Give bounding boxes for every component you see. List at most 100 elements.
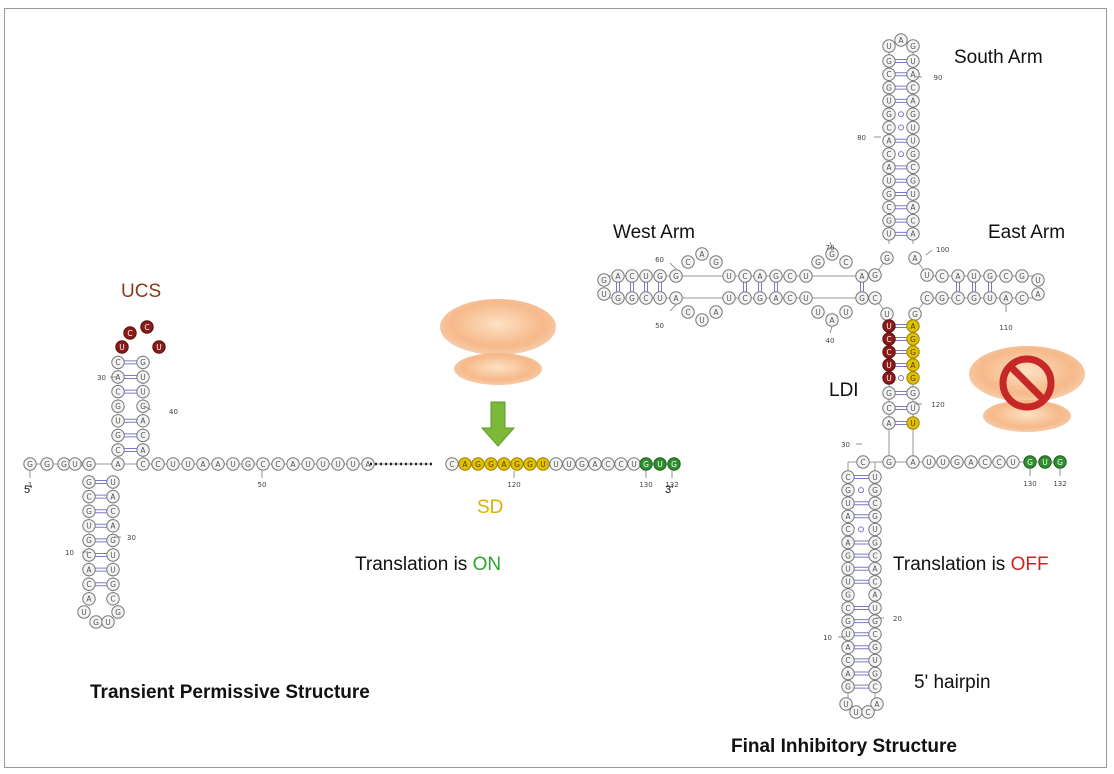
nucleotide-letter: G bbox=[514, 460, 520, 469]
nucleotide bbox=[906, 39, 920, 53]
nucleotide bbox=[868, 627, 882, 641]
nucleotide-letter: G bbox=[815, 258, 821, 267]
nucleotide-letter: C bbox=[1019, 294, 1024, 303]
nucleotide bbox=[908, 251, 922, 265]
nucleotide bbox=[709, 255, 723, 269]
nucleotide-letter: A bbox=[615, 272, 621, 281]
nucleotide-letter: G bbox=[872, 271, 878, 280]
nucleotide bbox=[841, 640, 855, 654]
nucleotide bbox=[77, 605, 91, 619]
nucleotide-letter: G bbox=[86, 507, 92, 516]
nucleotide-letter: C bbox=[939, 272, 944, 281]
nucleotide-letter: U bbox=[657, 294, 663, 303]
translation-on-text: Translation is ON bbox=[355, 554, 501, 576]
nucleotide-letter: A bbox=[290, 460, 296, 469]
nucleotide-letter: C bbox=[845, 656, 850, 665]
nucleotide bbox=[346, 457, 360, 471]
nucleotide bbox=[445, 457, 459, 471]
nucleotide bbox=[286, 457, 300, 471]
nucleotide bbox=[868, 640, 882, 654]
nucleotide-letter: C bbox=[787, 272, 792, 281]
nucleotide-letter: U bbox=[631, 460, 637, 469]
nucleotide bbox=[136, 457, 150, 471]
nucleotide-letter: C bbox=[872, 294, 877, 303]
nucleotide bbox=[23, 457, 37, 471]
wobble-pair bbox=[858, 487, 864, 494]
nucleotide-letter: G bbox=[140, 402, 146, 411]
nucleotide-letter: G bbox=[886, 458, 892, 467]
nucleotide-letter: C bbox=[1003, 272, 1008, 281]
nucleotide bbox=[82, 533, 96, 548]
nucleotide bbox=[920, 291, 934, 305]
nucleotide-letter: G bbox=[884, 254, 890, 263]
nucleotide bbox=[769, 291, 783, 305]
nucleotide-letter: G bbox=[527, 460, 533, 469]
nucleotide-letter: U bbox=[886, 177, 892, 186]
nucleotide-letter: U bbox=[872, 656, 878, 665]
nucleotide bbox=[611, 291, 625, 305]
nucleotide-letter: A bbox=[699, 250, 705, 259]
nucleotide-letter: C bbox=[275, 460, 280, 469]
nucleotide bbox=[639, 291, 653, 305]
nucleotide-letter: C bbox=[110, 507, 115, 516]
decorations bbox=[370, 299, 1085, 466]
nucleotide-letter: C bbox=[127, 329, 132, 338]
ribosome-large-subunit bbox=[440, 299, 556, 355]
nucleotide-letter: G bbox=[829, 250, 835, 259]
nucleotide-letter: G bbox=[643, 460, 649, 469]
nucleotide bbox=[82, 489, 96, 504]
nucleotide bbox=[841, 653, 855, 668]
nucleotide-letter: C bbox=[742, 294, 747, 303]
nucleotide bbox=[882, 386, 896, 400]
nucleotide-letter: U bbox=[843, 700, 849, 709]
nucleotide-letter: C bbox=[742, 272, 747, 281]
nucleotide-letter: U bbox=[1042, 458, 1048, 467]
nucleotide bbox=[575, 457, 589, 471]
nucleotide bbox=[484, 457, 498, 471]
nucleotide-letter: U bbox=[115, 417, 121, 426]
figure-frame bbox=[4, 8, 1107, 768]
nucleotide-letter: A bbox=[910, 458, 916, 467]
nucleotide-letter: U bbox=[699, 316, 705, 325]
nucleotide-letter: G bbox=[987, 272, 993, 281]
nucleotide bbox=[1053, 455, 1067, 469]
nucleotide bbox=[106, 548, 120, 562]
nucleotide bbox=[861, 705, 875, 719]
nucleotide-letter: G bbox=[872, 538, 878, 547]
numbering-tick bbox=[669, 262, 677, 270]
nucleotide-letter: U bbox=[657, 460, 663, 469]
nucleotide-letter: U bbox=[910, 404, 916, 413]
nucleotide-letter: C bbox=[872, 551, 877, 560]
nucleotide bbox=[123, 326, 137, 340]
nucleotide-letter: U bbox=[726, 294, 732, 303]
nucleotide bbox=[882, 174, 896, 188]
nucleotide-letter: U bbox=[987, 294, 993, 303]
nucleotide-letter: C bbox=[886, 123, 891, 132]
nucleotide-letter: U bbox=[566, 460, 572, 469]
nucleotide bbox=[868, 291, 882, 305]
nucleotide-letter: A bbox=[910, 203, 916, 212]
nucleotide-letter: G bbox=[1027, 458, 1033, 467]
nucleotide-letter: G bbox=[872, 669, 878, 678]
nucleotide-letter: U bbox=[335, 460, 341, 469]
numbering-label: 30 bbox=[841, 441, 850, 449]
nucleotide bbox=[82, 519, 96, 533]
nucleotide-letter: G bbox=[872, 643, 878, 652]
west-arm-label: West Arm bbox=[613, 222, 695, 243]
nucleotide bbox=[82, 475, 96, 489]
numbering-label: 60 bbox=[655, 256, 664, 264]
nucleotide-letter: U bbox=[540, 460, 546, 469]
nucleotide bbox=[226, 457, 240, 471]
nucleotide-letter: A bbox=[115, 460, 121, 469]
nucleotide-letter: A bbox=[910, 70, 916, 79]
nucleotide bbox=[882, 332, 896, 346]
nucleotide-letter: U bbox=[884, 310, 890, 319]
nucleotide bbox=[882, 213, 896, 228]
nucleotide bbox=[936, 455, 950, 469]
nucleotide bbox=[882, 67, 896, 82]
nucleotide-letter: C bbox=[629, 272, 634, 281]
nucleotide bbox=[839, 255, 853, 269]
nucleotide bbox=[841, 509, 855, 523]
nucleotide bbox=[882, 187, 896, 201]
nucleotide bbox=[882, 39, 896, 53]
